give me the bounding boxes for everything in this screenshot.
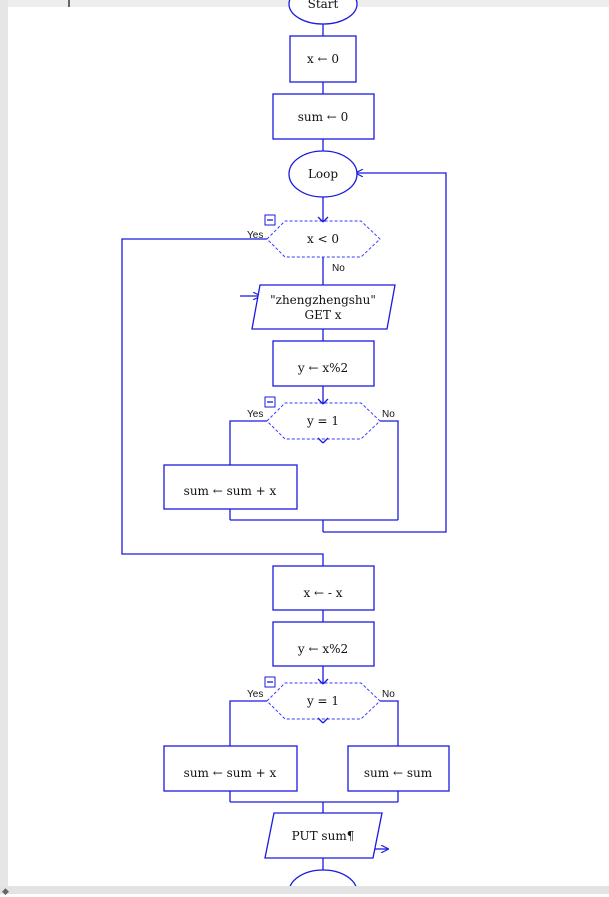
node-cond-x-negative[interactable]: x < 0 [266,216,381,258]
svg-text:sum ← sum + x: sum ← sum + x [184,484,277,498]
node-sum-add-2[interactable]: sum ← sum + x [163,745,298,792]
svg-text:x < 0: x < 0 [307,232,339,246]
svg-text:x ← 0: x ← 0 [307,52,339,66]
yes-label-3: Yes [247,689,263,700]
svg-text:sum ← sum: sum ← sum [364,766,433,780]
ruler-tick [68,0,70,7]
yes-label-1: Yes [247,230,263,241]
node-y-mod-1[interactable]: y ← x%2 [272,340,375,387]
collapse-toggle-2[interactable] [264,396,276,408]
svg-text:"zhengzhengshu": "zhengzhengshu" [270,293,376,307]
status-bar [0,886,609,894]
svg-text:PUT sum¶: PUT sum¶ [292,829,355,843]
svg-text:Start: Start [308,0,339,11]
collapse-toggle-3[interactable] [264,676,276,688]
node-sum-add-1[interactable]: sum ← sum + x [163,464,298,510]
node-sum-init[interactable]: sum ← 0 [272,93,375,140]
node-output[interactable]: PUT sum¶ [264,812,383,859]
node-y-mod-2[interactable]: y ← x%2 [272,621,375,667]
node-loop[interactable]: Loop [288,150,358,198]
svg-text:y = 1: y = 1 [306,694,339,708]
svg-text:sum ← sum + x: sum ← sum + x [184,766,277,780]
node-x-init[interactable]: x ← 0 [289,35,357,83]
svg-text:y ← x%2: y ← x%2 [297,361,348,375]
no-label-3: No [382,689,395,700]
no-label-2: No [382,409,395,420]
node-x-negate[interactable]: x ← - x [272,565,375,611]
svg-text:sum ← 0: sum ← 0 [298,110,349,124]
svg-text:GET x: GET x [305,308,342,322]
window-left-margin [0,0,8,894]
yes-label-2: Yes [247,409,263,420]
node-start[interactable]: Start [288,0,358,25]
node-input[interactable]: "zhengzhengshu" GET x [251,284,396,330]
node-cond-y-1[interactable]: y = 1 [266,398,381,444]
svg-text:Loop: Loop [308,167,338,181]
node-end[interactable] [289,869,357,886]
collapse-toggle-1[interactable] [264,214,276,226]
corner-marker-icon: ◆ [2,887,9,897]
node-cond-y-2[interactable]: y = 1 [266,678,381,724]
svg-text:y = 1: y = 1 [306,414,339,428]
connectors [121,24,447,870]
svg-text:y ← x%2: y ← x%2 [297,642,348,656]
no-label-1: No [332,263,345,274]
node-sum-keep[interactable]: sum ← sum [347,745,450,792]
svg-text:x ← - x: x ← - x [303,586,342,600]
